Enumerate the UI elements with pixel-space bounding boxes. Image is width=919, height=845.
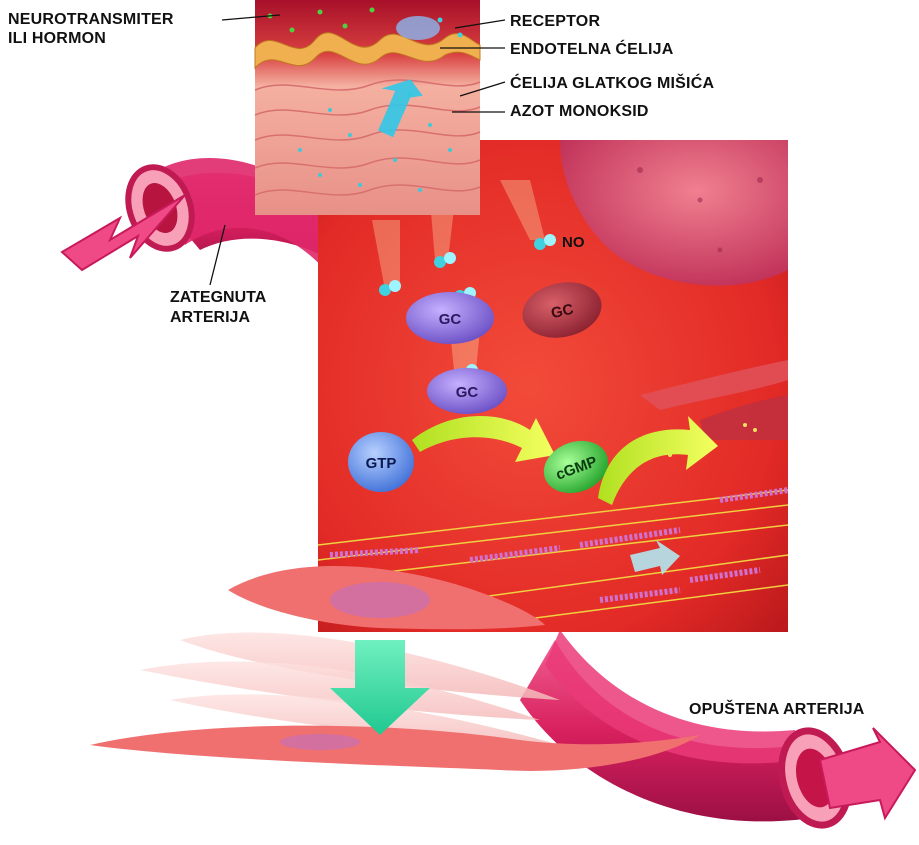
neurotransmitter-label: NEUROTRANSMITER ILI HORMON	[8, 10, 174, 48]
nitric-oxide-label: AZOT MONOKSID	[510, 102, 649, 121]
neurotransmitter-label-line2: ILI HORMON	[8, 29, 174, 48]
tense-artery-label-line2: ARTERIJA	[170, 308, 266, 328]
smooth-muscle-cell-label: ĆELIJA GLATKOG MIŠIĆA	[510, 74, 714, 93]
gtp-molecule: GTP	[348, 432, 414, 492]
artery-wall-inset	[255, 0, 480, 215]
tense-artery-label: ZATEGNUTA ARTERIJA	[170, 288, 266, 328]
tense-artery-label-line1: ZATEGNUTA	[170, 288, 266, 308]
receptor-label: RECEPTOR	[510, 12, 600, 31]
svg-text:GC: GC	[456, 384, 479, 401]
relaxed-artery	[520, 630, 915, 833]
gc-enzyme-active-1: GC	[406, 292, 494, 344]
svg-text:GC: GC	[439, 311, 462, 328]
endothelial-cell-label: ENDOTELNA ĆELIJA	[510, 40, 674, 59]
svg-text:GTP: GTP	[366, 455, 397, 472]
relaxed-artery-label: OPUŠTENA ARTERIJA	[689, 700, 865, 719]
gc-enzyme-active-2: GC	[427, 368, 507, 414]
no-label: NO	[562, 234, 585, 251]
neurotransmitter-label-line1: NEUROTRANSMITER	[8, 10, 174, 29]
